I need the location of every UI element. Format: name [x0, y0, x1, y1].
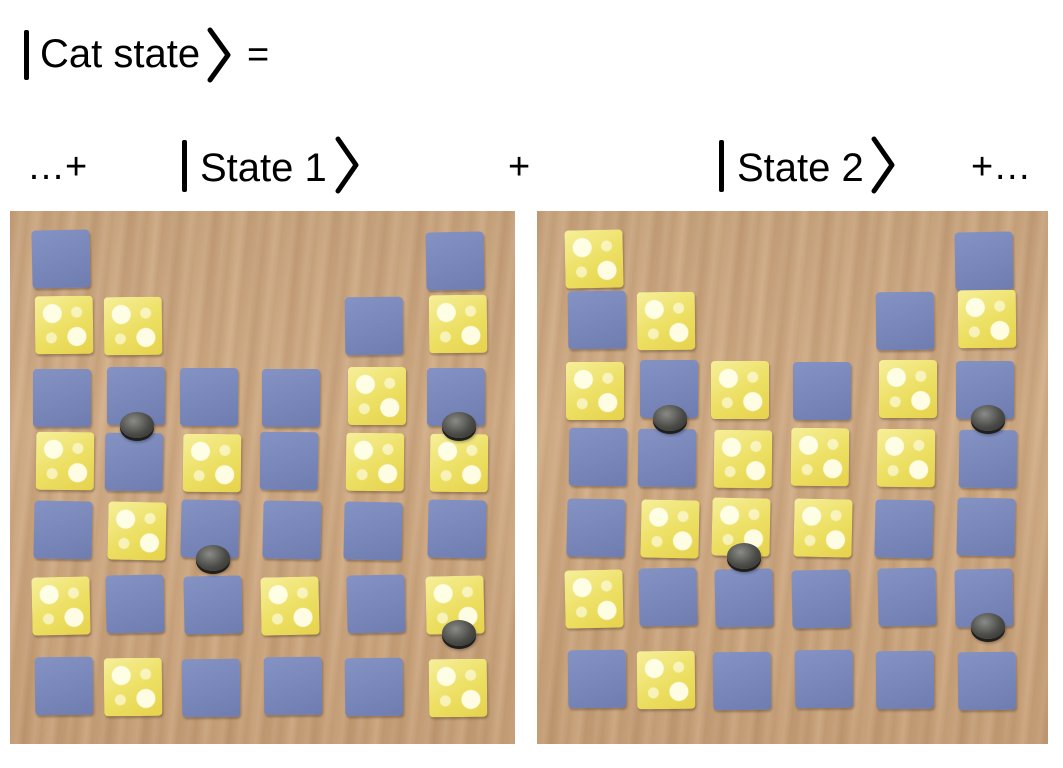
state-1-card-c4-r5: [262, 500, 322, 560]
state-1-coin-4: [442, 620, 476, 646]
state-2-card-c1-r1: [564, 229, 624, 289]
state-2-card-c1-r3: [566, 362, 624, 420]
cat-state-label: Cat state: [40, 32, 201, 76]
state-2-coin-1: [653, 405, 687, 431]
state-2-card-c6-r2: [957, 289, 1017, 349]
state-2-card-c1-r7: [567, 649, 627, 709]
state-2-card-c4-r6: [791, 569, 851, 629]
state-2-card-c2-r7: [636, 650, 696, 710]
state-1-card-c2-r5: [107, 501, 167, 561]
ket-angle-state1: [335, 136, 359, 194]
state-2-card-c4-r3: [793, 362, 851, 420]
state-1-card-c1-r7: [34, 656, 94, 716]
state-1-card-c4-r6: [260, 576, 320, 636]
state-2-coin-2: [971, 405, 1005, 431]
state-1-card-c1-r5: [33, 500, 93, 560]
state-2-card-c6-r5: [956, 497, 1016, 557]
state-2-coin-4: [971, 613, 1005, 639]
state-1-card-c5-r4: [345, 432, 405, 492]
state-2-card-c5-r7: [875, 650, 935, 710]
state-2-card-c3-r3: [711, 361, 769, 419]
state-1-card-c1-r3: [33, 369, 91, 427]
state-1-card-c5-r5: [343, 501, 403, 561]
state-1-card-c1-r4: [35, 431, 95, 491]
state-2-card-c5-r6: [877, 567, 937, 627]
state-1-card-c5-r2: [344, 296, 404, 356]
state-1-card-c2-r2: [103, 296, 163, 356]
plus-sign: +: [508, 146, 531, 188]
state-1-card-c1-r6: [31, 576, 91, 636]
state-1-card-c5-r7: [344, 657, 404, 717]
state-1-card-c3-r4: [182, 433, 242, 493]
state-1-coin-2: [442, 412, 476, 438]
state-2-card-c4-r4: [790, 427, 850, 487]
state-1-card-c6-r5: [427, 499, 487, 559]
state-2-card-c3-r4: [713, 429, 773, 489]
state-2-card-c2-r5: [640, 499, 700, 559]
state-2-coin-3: [727, 543, 761, 569]
state-2-card-c5-r5: [874, 499, 934, 559]
ket-bar-cat: [24, 30, 29, 80]
state-1-coin-3: [196, 545, 230, 571]
equals-sign: =: [247, 34, 270, 76]
state-2-card-c5-r2: [875, 291, 935, 351]
ket-angle-cat: [207, 27, 231, 83]
state-2-card-c1-r2: [567, 290, 627, 350]
state-2-card-c2-r6: [638, 567, 698, 627]
state-2-card-c3-r7: [712, 651, 772, 711]
state-1-label: State 1: [200, 146, 327, 190]
state-2-card-c4-r5: [793, 498, 853, 558]
state-1-card-c4-r7: [263, 656, 323, 716]
state-1-card-c4-r3: [262, 369, 320, 427]
state-1-photo: [10, 211, 515, 744]
state-1-card-c2-r7: [103, 657, 163, 717]
state-2-card-c1-r5: [566, 498, 626, 558]
state-2-label: State 2: [737, 146, 864, 190]
leading-ellipsis: …+: [27, 146, 88, 188]
state-1-card-c3-r7: [181, 658, 241, 718]
state-1-coin-1: [120, 412, 154, 438]
state-1-card-c6-r4: [429, 433, 489, 493]
state-1-card-c1-r1: [31, 229, 91, 289]
state-1-card-c5-r3: [348, 367, 406, 425]
state-2-card-c1-r4: [568, 427, 628, 487]
state-1-card-c1-r2: [34, 295, 94, 355]
state-1-card-c4-r4: [259, 431, 319, 491]
trailing-ellipsis: +…: [971, 146, 1032, 188]
state-2-card-c1-r6: [564, 569, 624, 629]
state-1-card-c6-r7: [428, 658, 488, 718]
state-2-card-c5-r3: [879, 360, 937, 418]
state-2-card-c5-r4: [876, 428, 936, 488]
state-2-card-c2-r4: [637, 428, 697, 488]
state-2-card-c6-r1: [954, 231, 1014, 291]
state-1-card-c5-r6: [346, 574, 406, 634]
state-2-photo: [537, 211, 1048, 744]
ket-angle-state2: [871, 136, 895, 194]
state-1-card-c2-r4: [104, 432, 164, 492]
state-1-card-c2-r6: [105, 574, 165, 634]
state-1-card-c3-r6: [183, 575, 243, 635]
state-2-card-c3-r6: [714, 568, 774, 628]
state-2-card-c2-r2: [636, 291, 696, 351]
ket-bar-state2: [719, 140, 724, 192]
state-1-card-c6-r2: [428, 294, 488, 354]
state-1-card-c6-r1: [425, 231, 485, 291]
state-2-card-c6-r4: [958, 429, 1018, 489]
state-1-card-c3-r3: [180, 368, 238, 426]
state-2-card-c6-r7: [957, 651, 1017, 711]
ket-bar-state1: [182, 140, 187, 192]
state-2-card-c4-r7: [794, 649, 854, 709]
